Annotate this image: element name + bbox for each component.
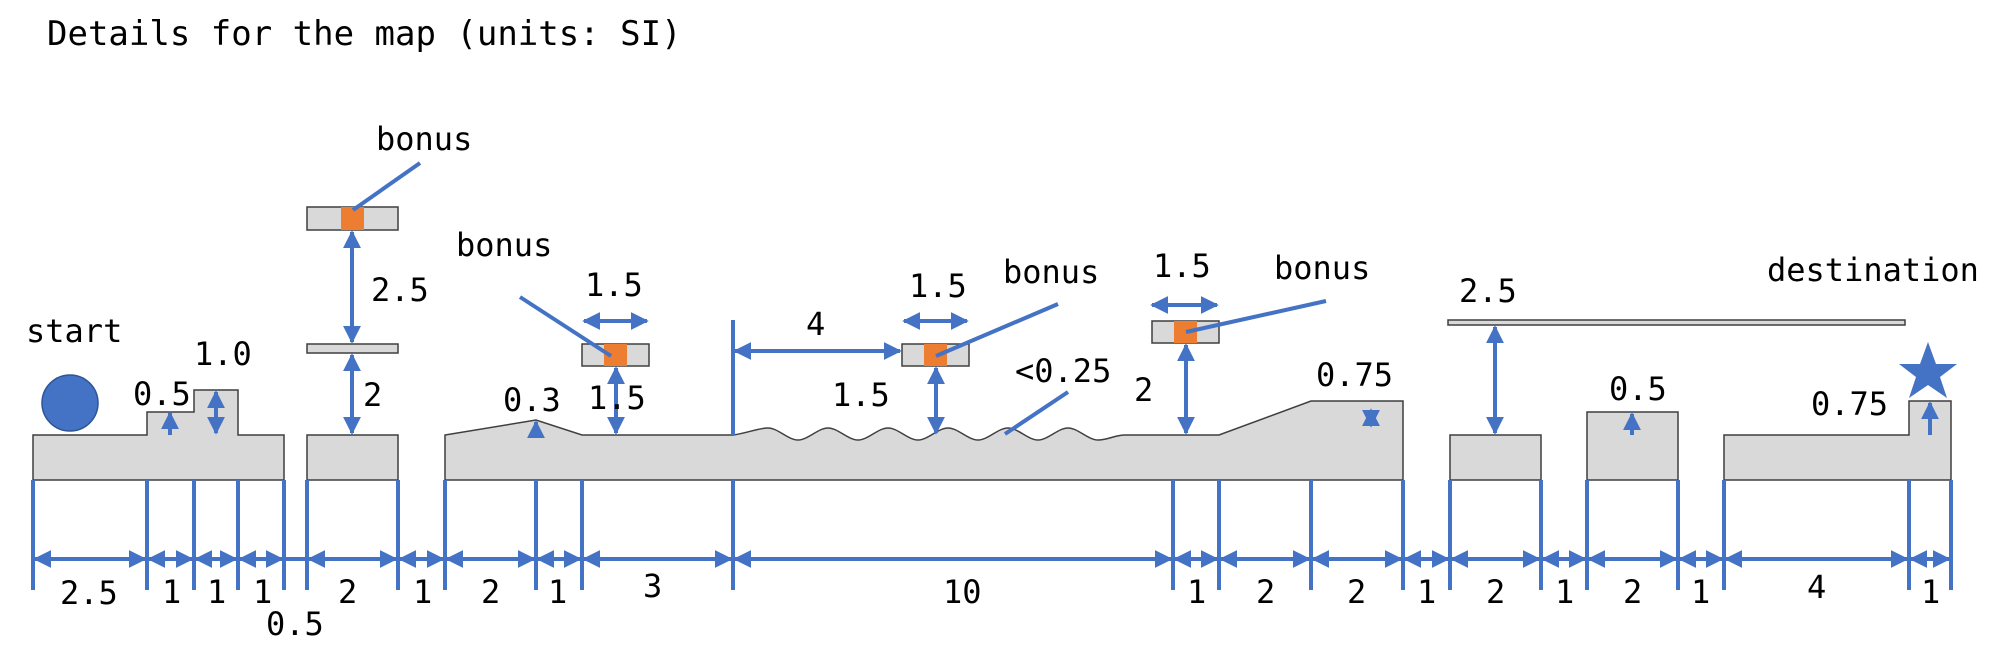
- dim-bottom-6: 1: [413, 573, 432, 611]
- dim-bottom-7: 2: [481, 573, 500, 611]
- dim-bonus-b-width: 1.5: [909, 267, 967, 305]
- dim-step-low: 0.5: [133, 375, 191, 413]
- bonus-item-3: [924, 344, 947, 366]
- dim-bonus-c-height: 2: [1134, 371, 1153, 409]
- platform-thin-mid: [306, 343, 399, 354]
- dim-bottom-2: 1: [162, 573, 181, 611]
- bonus-label-2: bonus: [456, 226, 552, 264]
- dim-bottom-14: 1: [1417, 573, 1436, 611]
- start-label: start: [26, 312, 122, 350]
- dim-bonus-a-height: 1.5: [588, 379, 646, 417]
- bottom-ticks: [31, 480, 1953, 590]
- dim-bonus-a-width: 1.5: [585, 266, 643, 304]
- dim-platform-gap-bottom: 2: [363, 376, 382, 414]
- bonus-item-4: [1174, 321, 1197, 343]
- dim-bottom-10: 10: [943, 573, 982, 611]
- ceiling-bar: [1447, 319, 1906, 326]
- dim-bottom-8: 1: [548, 573, 567, 611]
- bonus-width-arrows: [582, 296, 1219, 360]
- dim-bottom-4: 1: [253, 573, 272, 611]
- ground-block-after-gap: [1449, 434, 1542, 481]
- dim-wave-amplitude: <0.25: [1015, 352, 1111, 390]
- dim-bottom-16: 1: [1555, 573, 1574, 611]
- dim-bottom-19: 4: [1807, 568, 1826, 606]
- start-ball: [41, 374, 99, 432]
- ground-block-2: [306, 434, 399, 481]
- dim-platform-gap-top: 2.5: [371, 271, 429, 309]
- dim-bottom-1: 2.5: [60, 574, 118, 612]
- dim-bottom-15: 2: [1486, 573, 1505, 611]
- bonus-item-2: [604, 344, 627, 366]
- dim-bottom-11: 1: [1187, 573, 1206, 611]
- dim-bottom-9: 3: [643, 567, 662, 605]
- dim-final-rise: 0.75: [1811, 385, 1888, 423]
- dim-bottom-3: 1: [207, 573, 226, 611]
- bonus-label-1: bonus: [376, 120, 472, 158]
- dim-bottom-13: 2: [1347, 573, 1366, 611]
- destination-star-icon: [1899, 342, 1957, 398]
- dim-ceiling-gap: 2.5: [1459, 272, 1517, 310]
- dim-bottom-5: 2: [338, 573, 357, 611]
- dim-step-high: 1.0: [194, 335, 252, 373]
- bonus-leader-lines: [351, 161, 1327, 436]
- map-title: Details for the map (units: SI): [47, 14, 682, 54]
- dim-bottom-12: 2: [1256, 573, 1275, 611]
- dim-ramp-rise: 0.75: [1316, 356, 1393, 394]
- destination-label: destination: [1767, 251, 1979, 289]
- dim-bottom-17: 2: [1623, 573, 1642, 611]
- text-labels: start destination bonus bonus bonus bonu…: [26, 120, 1979, 643]
- dim-bottom-18: 1: [1691, 573, 1710, 611]
- dim-bonus-b-height: 1.5: [832, 376, 890, 414]
- dim-bonus-b-offset: 4: [806, 305, 825, 343]
- annotations: [31, 161, 1953, 590]
- dim-bottom-20: 1: [1921, 573, 1940, 611]
- dim-bonus-c-width: 1.5: [1153, 247, 1211, 285]
- vertical-dimension-arrows: [161, 230, 1939, 439]
- dim-slope-rise: 0.3: [503, 381, 561, 419]
- bonus-label-3: bonus: [1003, 253, 1099, 291]
- terrain: [32, 206, 1952, 481]
- bonus-label-4: bonus: [1274, 249, 1370, 287]
- dim-bottom-gap: 0.5: [266, 605, 324, 643]
- dim-block-rise: 0.5: [1609, 370, 1667, 408]
- bonus-items: [341, 207, 1197, 366]
- bonus-item-1: [341, 207, 364, 230]
